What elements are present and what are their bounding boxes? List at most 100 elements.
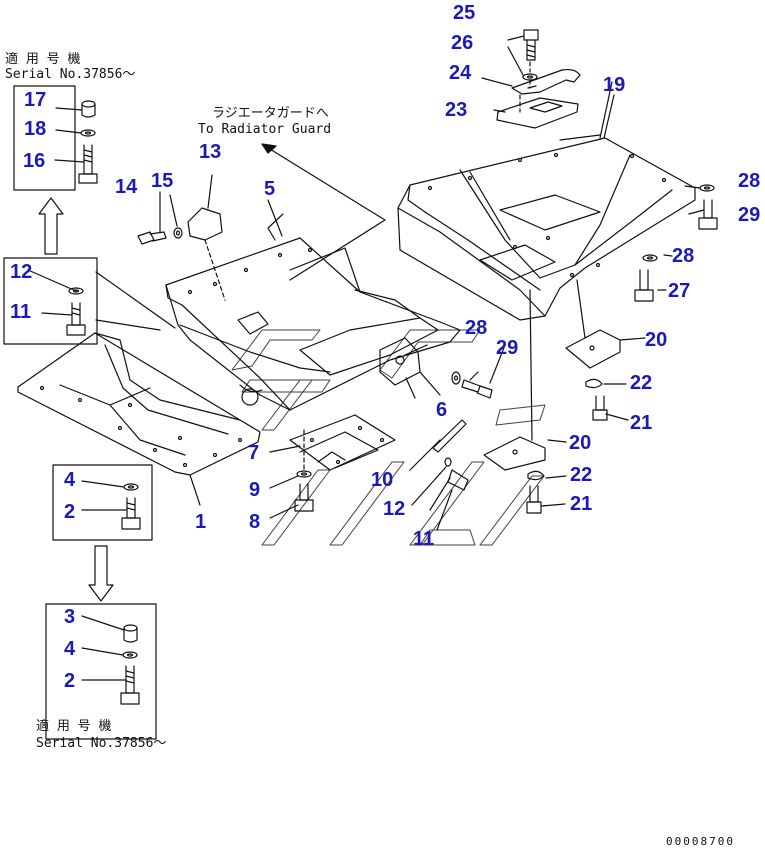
bolt-11-inset-icon xyxy=(66,302,86,336)
callout-1: 1 xyxy=(195,511,207,533)
washer-15-icon xyxy=(173,227,183,239)
leader-1 xyxy=(189,474,201,506)
callout-18: 18 xyxy=(24,118,47,140)
washer-18-icon xyxy=(80,129,96,137)
callout-22-lower: 22 xyxy=(570,464,593,486)
callout-7: 7 xyxy=(248,442,260,464)
callout-28-right: 28 xyxy=(738,170,761,192)
callout-6: 6 xyxy=(436,399,448,421)
callout-4-inset: 4 xyxy=(64,469,76,491)
right-callout-leaders xyxy=(541,185,705,507)
washer-12-center-icon xyxy=(444,457,452,467)
serial-note-bottom-en: Serial No.37856～ xyxy=(36,736,167,751)
radiator-note-en: To Radiator Guard xyxy=(198,122,332,137)
callout-24: 24 xyxy=(449,62,472,84)
callout-4-bottom: 4 xyxy=(64,638,76,660)
leader-11-inset xyxy=(95,319,161,331)
right-leader-lines xyxy=(469,279,586,441)
inset-box-3-4-2 xyxy=(45,603,157,740)
guard-19-right xyxy=(397,81,696,321)
washer-22-upper-icon xyxy=(585,378,603,389)
cover-plate-23-icon xyxy=(496,97,579,129)
bolt-21-upper-icon xyxy=(592,395,608,421)
callout-26: 26 xyxy=(451,32,474,54)
collar-17-icon xyxy=(81,100,96,118)
washer-28-right-icon xyxy=(699,184,715,192)
leader-12-inset xyxy=(95,271,176,329)
bracket-24-icon xyxy=(511,68,581,95)
bracket-13-icon xyxy=(187,207,269,335)
callout-27: 27 xyxy=(668,280,691,302)
leader-line xyxy=(27,269,77,292)
bolt-27-icon xyxy=(634,269,654,302)
inset-box-17-18-16 xyxy=(13,85,76,191)
callout-5: 5 xyxy=(264,178,276,200)
callout-8: 8 xyxy=(249,511,261,533)
plate-20-lower-icon xyxy=(483,436,546,471)
callout-20-upper: 20 xyxy=(645,329,668,351)
bolt-16-icon xyxy=(78,144,98,184)
radiator-note-jp: ラジエータガードへ xyxy=(212,106,329,121)
callout-29-right: 29 xyxy=(738,204,761,226)
washer-28-mid-icon xyxy=(642,254,658,262)
callout-15: 15 xyxy=(151,170,174,192)
washer-4-inset-icon xyxy=(123,483,139,491)
washer-12-inset-icon xyxy=(68,287,84,295)
watermark-outline xyxy=(231,329,546,546)
assembly-axis-line xyxy=(519,61,531,113)
washer-9-icon xyxy=(296,470,312,478)
bolt-2-bottom-icon xyxy=(120,665,140,705)
callout-12-center: 12 xyxy=(383,498,406,520)
washer-28-center-icon xyxy=(451,371,461,385)
washer-4-bottom-icon xyxy=(122,651,138,659)
serial-note-top-jp: 適 用 号 機 xyxy=(5,52,81,67)
inset-leader-lines xyxy=(41,107,128,681)
callout-11-inset: 11 xyxy=(10,301,32,323)
callout-17: 17 xyxy=(24,89,47,111)
callout-25: 25 xyxy=(453,2,476,24)
bolt-14-icon xyxy=(137,231,167,245)
bracket-6-icon xyxy=(379,337,441,396)
callout-20-lower: 20 xyxy=(569,432,592,454)
bolt-29-right-icon xyxy=(698,199,718,230)
bolt-2-inset-icon xyxy=(121,497,141,530)
arrow-down-icon xyxy=(88,545,114,602)
callout-16: 16 xyxy=(23,150,46,172)
callout-29-center: 29 xyxy=(496,337,519,359)
callout-28-center: 28 xyxy=(465,317,488,339)
plate-7-icon xyxy=(289,414,396,471)
plate-1-lower-left xyxy=(17,332,261,476)
serial-note-top-en: Serial No.37856～ xyxy=(5,67,136,82)
callout-21-upper: 21 xyxy=(630,412,653,434)
callout-2-inset: 2 xyxy=(64,501,76,523)
inset-box-12-11 xyxy=(3,257,98,345)
arrow-up-icon xyxy=(38,197,64,255)
collar-3-icon xyxy=(123,624,138,643)
callout-11-center: 11 xyxy=(413,528,435,550)
callout-22-upper: 22 xyxy=(630,372,653,394)
bolt-25-icon xyxy=(523,29,539,61)
guard-5-center xyxy=(165,213,461,411)
callout-3: 3 xyxy=(64,606,76,628)
callout-13: 13 xyxy=(199,141,222,163)
callout-21-lower: 21 xyxy=(570,493,593,515)
callout-14: 14 xyxy=(115,176,138,198)
center-leader-lines xyxy=(159,94,615,531)
top-leader-lines xyxy=(481,35,525,113)
plate-20-upper-icon xyxy=(565,329,621,369)
radiator-arrow-icon xyxy=(261,143,277,154)
callout-10: 10 xyxy=(371,469,394,491)
bolt-29-center-icon xyxy=(461,379,493,399)
serial-note-bottom-jp: 適 用 号 機 xyxy=(36,719,112,734)
radiator-leader xyxy=(264,145,386,281)
inset-box-4-2 xyxy=(52,464,153,541)
bolt-11-center-icon xyxy=(429,469,469,511)
pin-10-icon xyxy=(432,419,467,453)
document-id: 00008700 xyxy=(666,835,735,848)
callout-9: 9 xyxy=(249,479,261,501)
callout-2-bottom: 2 xyxy=(64,670,76,692)
callout-23: 23 xyxy=(445,99,468,121)
callout-12-inset: 12 xyxy=(10,261,33,283)
